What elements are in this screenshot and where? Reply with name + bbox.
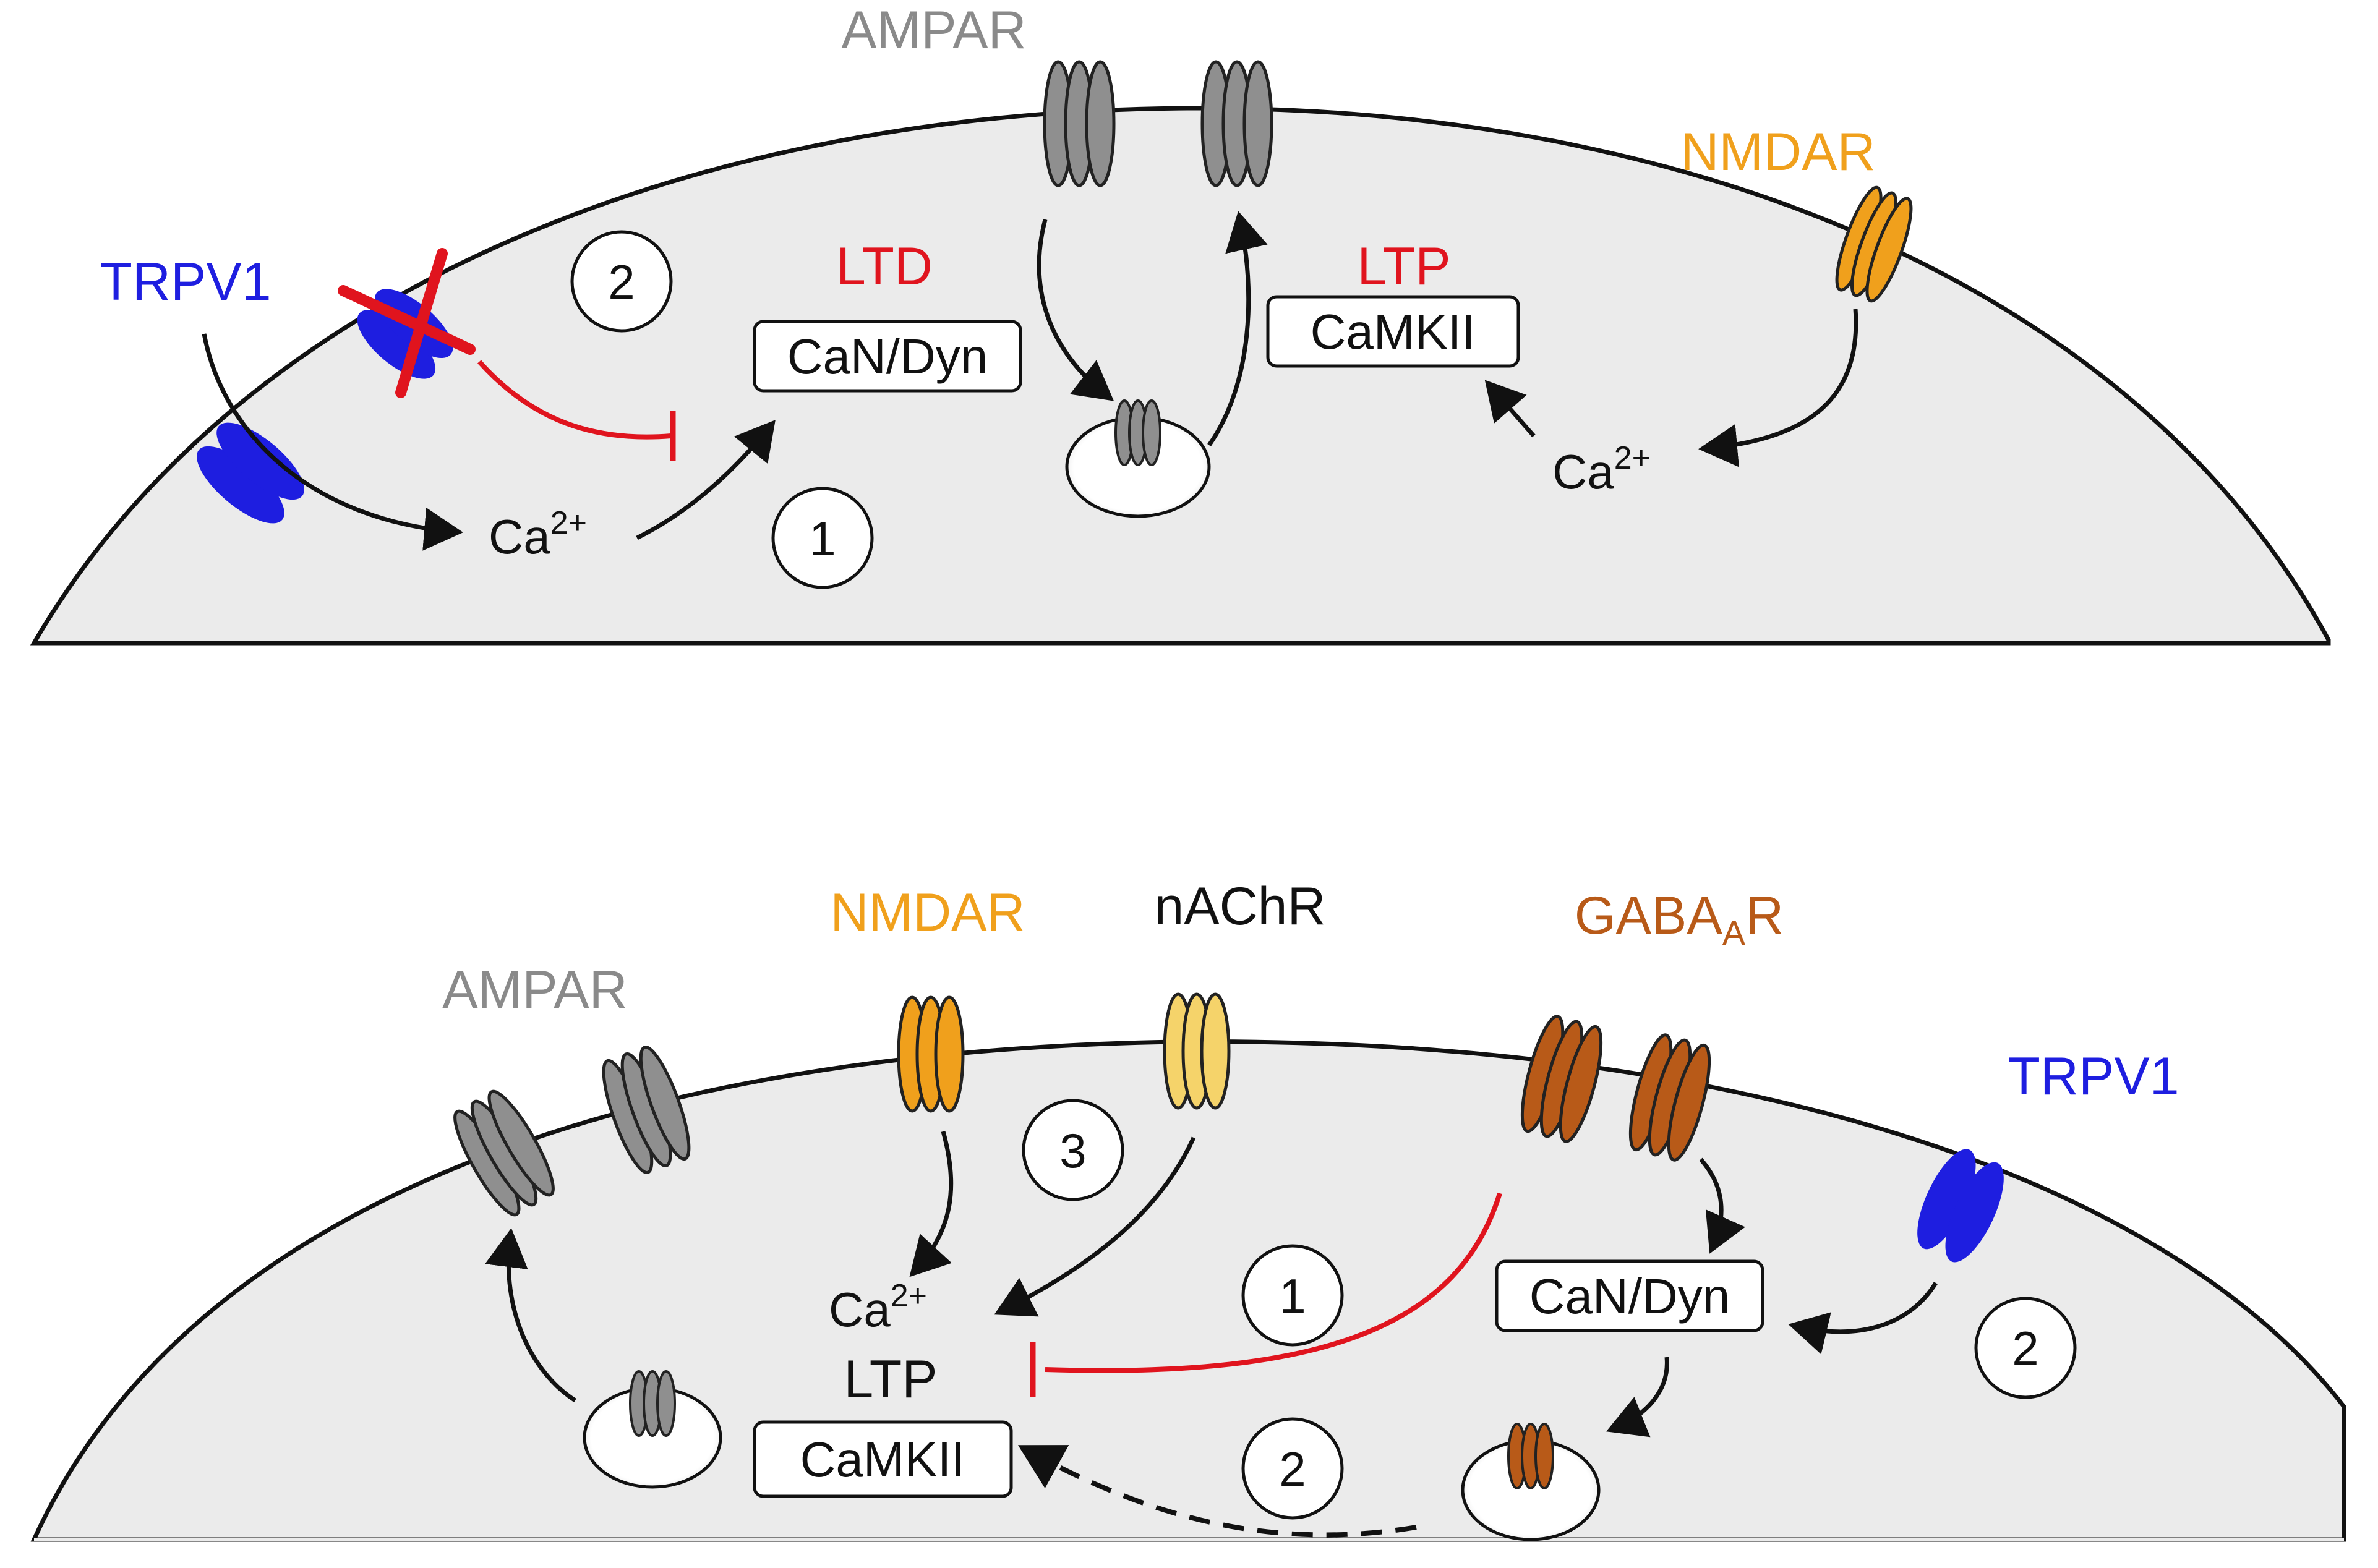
bottom-arrow-can-dyn-to-vesicle bbox=[1606, 1357, 1669, 1438]
bottom-nachr-label: nAChR bbox=[1154, 877, 1325, 936]
bottom-ampar-label: AMPAR bbox=[442, 960, 627, 1020]
top-camkii-text: CaMKII bbox=[1311, 304, 1476, 359]
bottom-ltp-label: LTP bbox=[844, 1350, 937, 1409]
bottom-arrow-nmdar-to-ca bbox=[909, 1131, 954, 1277]
bottom-arrow-gabaar-to-can-dyn bbox=[1699, 1157, 1745, 1254]
bottom-vesicle-gabaar bbox=[1507, 1423, 1554, 1489]
top-ca-right: Ca2+ bbox=[1552, 440, 1651, 499]
bottom-cell-membrane bbox=[30, 1039, 2346, 1542]
bottom-arrow-trpv1-to-can-dyn bbox=[1788, 1282, 1938, 1355]
top-ampar-label: AMPAR bbox=[841, 1, 1026, 60]
svg-text:1: 1 bbox=[809, 511, 836, 566]
bottom-can-dyn-text: CaN/Dyn bbox=[1529, 1269, 1730, 1324]
top-step-1: 1 bbox=[771, 487, 874, 589]
top-arrow-nmdar-to-ca bbox=[1698, 309, 1858, 467]
top-panel: AMPAR NMDAR TRPV1 bbox=[30, 1, 2331, 646]
top-arrow-ampar-insert bbox=[1207, 211, 1268, 447]
bottom-step-2-lower: 2 bbox=[1241, 1417, 1344, 1520]
svg-text:2: 2 bbox=[1279, 1442, 1306, 1496]
bottom-ampar-receptor-left bbox=[453, 1089, 555, 1217]
top-trpv1-block-x-icon bbox=[338, 248, 476, 398]
top-trpv1-channel bbox=[197, 422, 304, 524]
bottom-camkii-text: CaMKII bbox=[800, 1432, 965, 1487]
top-camkii-box bbox=[1266, 295, 1520, 368]
top-trpv1-label: TRPV1 bbox=[100, 252, 271, 312]
bottom-vesicle-ampar bbox=[629, 1370, 676, 1437]
bottom-gabaar-receptor-left bbox=[1520, 1015, 1603, 1143]
top-nmdar-label: NMDAR bbox=[1680, 122, 1875, 182]
top-ampar-receptor-right bbox=[1200, 60, 1273, 187]
bottom-nachr-receptor bbox=[1163, 992, 1231, 1110]
bottom-step-1: 1 bbox=[1241, 1244, 1344, 1347]
bottom-ampar-receptor-right bbox=[602, 1046, 691, 1174]
top-inhibit-trpv1-ltd bbox=[477, 360, 672, 440]
bottom-arrow-nachr-to-ca bbox=[994, 1136, 1196, 1317]
top-ltp-label: LTP bbox=[1357, 237, 1450, 296]
bottom-dashed-arrow-to-ltp bbox=[1017, 1445, 1417, 1538]
bottom-step-3: 3 bbox=[1022, 1099, 1124, 1201]
svg-text:2: 2 bbox=[2012, 1321, 2038, 1376]
top-can-dyn-text: CaN/Dyn bbox=[787, 329, 988, 384]
top-arrow-trpv1-to-ca bbox=[202, 333, 463, 551]
top-vesicle-ampar bbox=[1114, 399, 1161, 466]
bottom-arrow-ampar-vesicle-insert bbox=[485, 1228, 576, 1402]
bottom-trpv1-channel bbox=[1917, 1149, 2004, 1263]
top-nmdar-receptor bbox=[1835, 185, 1913, 303]
bottom-step-2-right: 2 bbox=[1974, 1297, 2077, 1399]
bottom-nmdar-receptor bbox=[897, 995, 965, 1113]
bottom-trpv1-label: TRPV1 bbox=[2008, 1047, 2179, 1106]
top-cell-membrane bbox=[30, 106, 2331, 646]
bottom-nmdar-label: NMDAR bbox=[830, 883, 1025, 942]
top-ltd-label: LTD bbox=[836, 237, 933, 296]
bottom-camkii-box bbox=[753, 1420, 1013, 1498]
bottom-gabaar-label: GABAAR bbox=[1575, 886, 1784, 952]
bottom-can-dyn-box bbox=[1495, 1259, 1764, 1332]
bottom-gabaar-receptor-right bbox=[1628, 1033, 1711, 1162]
top-can-dyn-box bbox=[753, 320, 1022, 393]
svg-text:1: 1 bbox=[1279, 1269, 1306, 1323]
top-arrow-ampar-internalize bbox=[1037, 219, 1114, 401]
bottom-inhibit-gabaar-ltp bbox=[1045, 1192, 1502, 1373]
top-step-2: 2 bbox=[570, 230, 673, 333]
svg-text:3: 3 bbox=[1059, 1123, 1086, 1178]
bottom-panel: AMPAR NMDAR nAChR GABAAR bbox=[30, 877, 2346, 1542]
top-ampar-receptor-left bbox=[1043, 60, 1116, 187]
bottom-ca-label: Ca2+ bbox=[829, 1278, 927, 1337]
top-arrow-ca-to-camkii bbox=[1484, 380, 1536, 438]
top-arrow-ca-to-ltd bbox=[636, 420, 776, 540]
top-ca-left: Ca2+ bbox=[489, 505, 587, 564]
svg-text:2: 2 bbox=[608, 255, 635, 309]
